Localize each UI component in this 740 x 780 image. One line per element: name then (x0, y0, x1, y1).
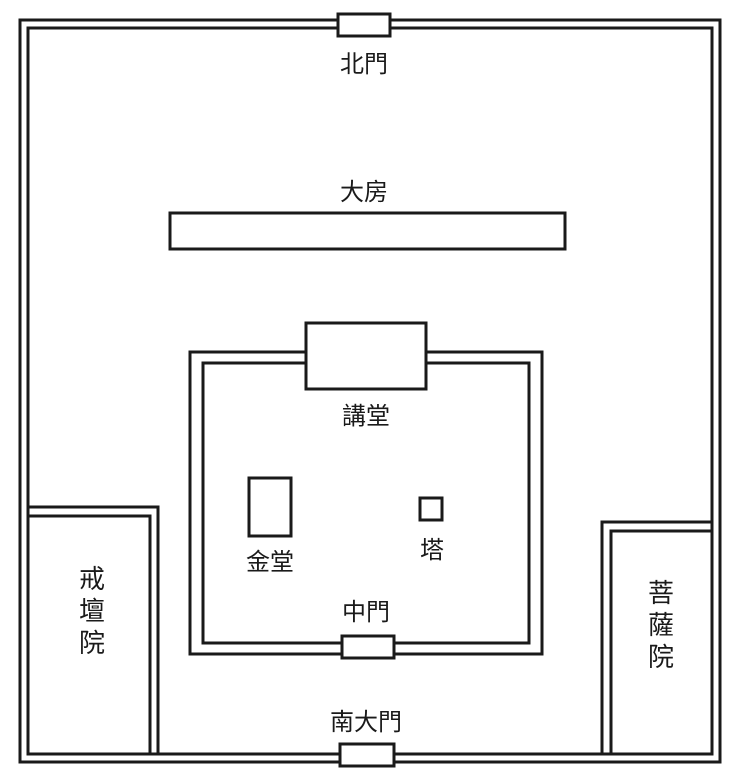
dormitory (168, 211, 567, 251)
bodhisattva-hall-label-1: 菩 (648, 579, 674, 609)
lecture-hall (304, 321, 428, 391)
north-gate (336, 12, 392, 38)
middle-gate (340, 634, 396, 660)
bodhisattva-hall-inner (609, 529, 714, 756)
bodhisattva-hall-outer (600, 520, 714, 756)
ordination-hall-outer (26, 505, 160, 756)
south-gate-label: 南大門 (330, 708, 402, 736)
lecture-hall-label: 講堂 (342, 402, 390, 430)
south-gate (338, 742, 396, 768)
pagoda-label: 塔 (420, 536, 444, 564)
golden-hall (247, 476, 293, 538)
north-gate-label: 北門 (340, 50, 388, 78)
middle-gate-label: 中門 (342, 598, 390, 626)
ordination-hall-label-3: 院 (79, 629, 105, 659)
bodhisattva-hall-label-3: 院 (648, 643, 674, 673)
ordination-hall-inner (26, 514, 152, 756)
pagoda (418, 496, 444, 522)
bodhisattva-hall-label-2: 薩 (648, 611, 674, 641)
dormitory-label: 大房 (340, 178, 388, 206)
golden-hall-label: 金堂 (246, 548, 294, 576)
ordination-hall-label-2: 壇 (79, 597, 105, 627)
ordination-hall-label-1: 戒 (79, 565, 105, 595)
